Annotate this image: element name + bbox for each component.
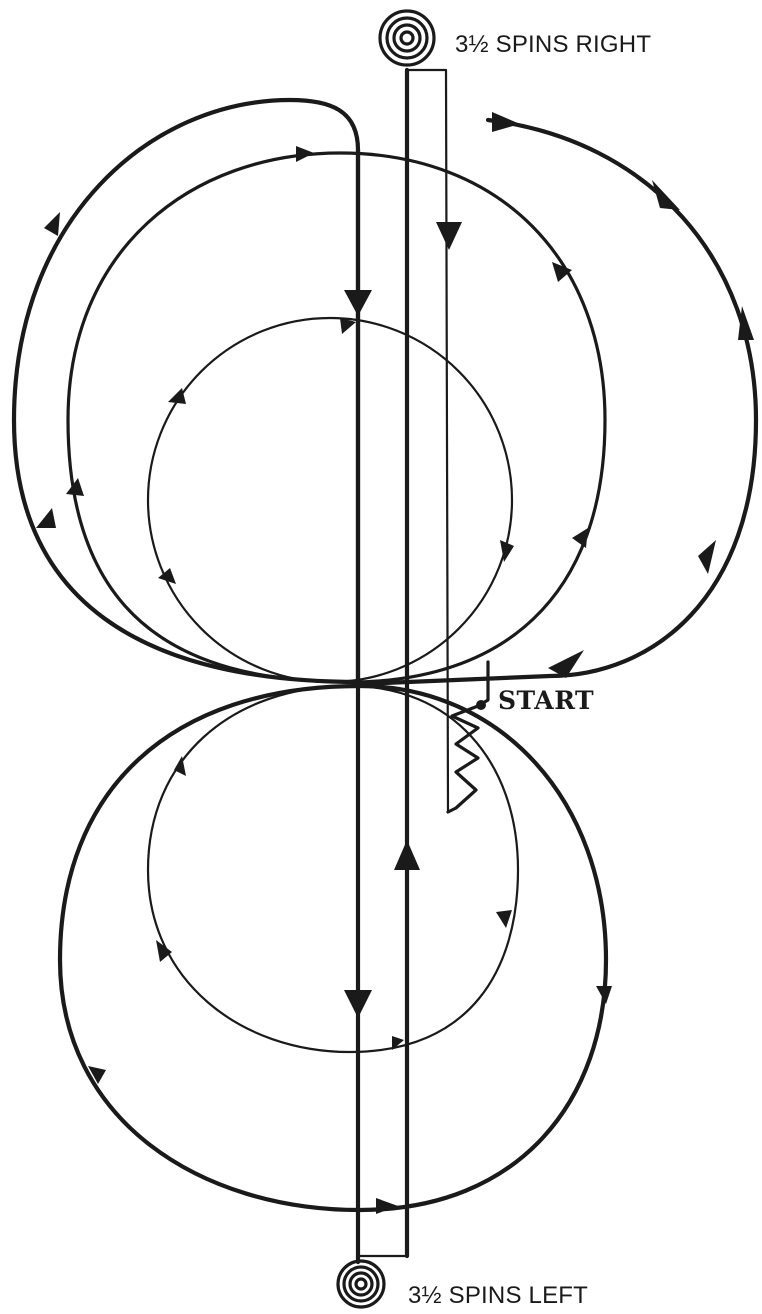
upper-outer-loop: [11, 97, 363, 685]
arrow-lower-inner-right: [496, 910, 512, 928]
upper-inner-circle: [146, 316, 514, 684]
arrow-lower-outer-left: [88, 1066, 106, 1084]
arrow-lower-outer-right: [596, 986, 612, 1004]
arrow-center-down-1: [344, 290, 372, 316]
arrow-middle-bottom-right: [572, 528, 588, 548]
arrow-outer-left-1: [44, 212, 60, 236]
lower-inner-circle: [146, 684, 520, 1054]
arrow-middle-left: [66, 478, 84, 496]
upper-lobe: [11, 97, 759, 687]
arrow-middle-right: [552, 262, 572, 282]
arrow-right-sweep-4: [698, 540, 716, 574]
arrow-connector-down: [436, 222, 462, 250]
start-dot: [476, 700, 486, 710]
arrow-lower-inner-bottom: [392, 1036, 404, 1050]
lower-lobe: [57, 683, 609, 1213]
straight-lines: [355, 67, 450, 1265]
arrow-right-sweep-5: [548, 650, 584, 678]
arrow-right-sweep-1: [492, 112, 520, 132]
top-spin-label: 3½ SPINS RIGHT: [455, 31, 652, 58]
direction-arrows: [36, 112, 754, 1214]
arrow-inner-right: [500, 540, 514, 562]
arrow-center-down-2: [344, 990, 372, 1018]
arrow-lower-inner-bottom-left: [156, 940, 172, 962]
arrow-inner-upper-left: [168, 388, 186, 404]
arrow-inner-top: [340, 318, 356, 334]
arrow-outer-left-2: [36, 508, 56, 528]
bottom-spin-spiral: [336, 1259, 386, 1309]
arrow-lower-inner-left: [174, 756, 186, 776]
arrow-right-sweep-3: [738, 306, 754, 340]
top-connector: [405, 68, 450, 814]
bottom-spin-label: 3½ SPINS LEFT: [408, 1282, 588, 1309]
upper-middle-circle: [66, 151, 607, 684]
top-spin-spiral: [378, 9, 436, 67]
start-zigzag: [446, 660, 490, 814]
arrow-return-up: [394, 840, 420, 870]
arrow-lower-outer-bottom: [376, 1198, 398, 1214]
lower-outer-circle: [57, 683, 609, 1213]
zigzag-line: [446, 660, 490, 814]
arrow-right-sweep-2: [652, 180, 680, 210]
right-sweep-arc: [357, 117, 759, 687]
arrow-middle-top: [296, 146, 314, 162]
start-label: START: [498, 686, 595, 715]
arrow-inner-lower-left: [158, 568, 176, 584]
